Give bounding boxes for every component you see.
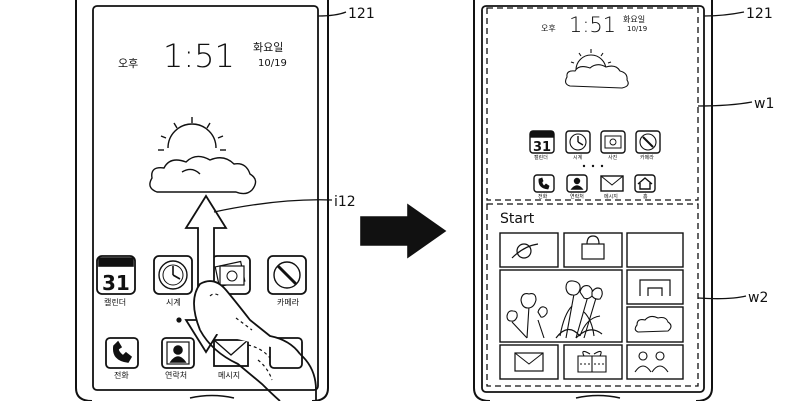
left-app-phone[interactable]: 전화	[105, 337, 139, 380]
right-app-clock-label: 시계	[573, 154, 583, 161]
tile-weather[interactable]	[626, 306, 684, 343]
ref-121-left: 121	[348, 6, 375, 22]
left-app-message[interactable]: 메시지	[213, 339, 249, 380]
leader-w2	[697, 295, 747, 300]
left-app-gallery[interactable]	[211, 255, 251, 295]
right-app-home[interactable]: 홈	[634, 174, 656, 200]
left-date: 10/19	[258, 58, 287, 69]
tile-flowers-picture[interactable]	[499, 269, 623, 343]
tile-store[interactable]	[563, 232, 623, 268]
tile-people[interactable]	[626, 344, 684, 380]
right-ampm: 오후	[541, 24, 556, 33]
right-app-phone[interactable]: 전화	[533, 174, 555, 200]
right-app-gallery-label: 사진	[608, 154, 618, 161]
right-page-dots	[582, 164, 604, 168]
left-phone: 오후 1:51 화요일 10/19 31 캘린더	[75, 0, 375, 401]
ref-w2: w2	[748, 290, 768, 306]
right-display	[481, 5, 705, 393]
right-app-phone-label: 전화	[538, 193, 548, 200]
leader-w1	[697, 101, 753, 107]
right-app-message-label: 메시지	[604, 193, 618, 200]
left-display	[92, 5, 319, 391]
right-app-contacts-label: 연락처	[570, 193, 584, 200]
right-weekday: 화요일	[623, 15, 645, 24]
finger-hand	[193, 280, 317, 401]
right-apps-row2: 전화 연락처 메시지 홈	[533, 174, 656, 200]
right-arrow-icon	[360, 203, 447, 259]
right-app-message[interactable]: 메시지	[600, 175, 624, 200]
left-app-clock[interactable]: 시계	[153, 255, 193, 307]
window-w2	[486, 203, 699, 387]
left-app-contacts-label: 연락처	[165, 370, 187, 380]
right-app-home-label: 홈	[643, 193, 648, 200]
right-app-camera-label: 카메라	[640, 154, 654, 161]
calendar-badge: 31	[102, 271, 130, 295]
ref-w1: w1	[754, 96, 774, 112]
ref-i12: i12	[334, 194, 356, 210]
right-weather-icon	[564, 49, 629, 89]
left-clock: 1:51	[163, 37, 235, 75]
leader-121-right	[703, 11, 745, 17]
left-app-phone-label: 전화	[114, 370, 129, 380]
right-app-camera[interactable]: 카메라	[635, 130, 661, 161]
left-app-camera-label: 카메라	[277, 298, 300, 307]
start-title: Start	[500, 211, 535, 227]
right-phone: 오후 1:51 화요일 10/19 31 캘린더	[473, 0, 774, 401]
left-app-calendar[interactable]: 31 캘린더	[96, 255, 136, 307]
right-app-gallery[interactable]: 사진	[600, 130, 626, 161]
left-app-clock-label: 시계	[166, 297, 181, 307]
start-tiles	[499, 232, 684, 380]
left-apps-row1: 31 캘린더 시계 카메라	[96, 255, 307, 307]
left-ampm: 오후	[118, 57, 138, 70]
right-app-contacts[interactable]: 연락처	[566, 174, 588, 200]
left-app-home[interactable]	[269, 337, 303, 369]
tile-browser[interactable]	[499, 232, 559, 268]
left-app-calendar-label: 캘린더	[104, 297, 126, 307]
leader-121-left	[317, 11, 347, 17]
right-clock: 1:51	[569, 13, 616, 37]
left-app-contacts[interactable]: 연락처	[161, 337, 195, 380]
ref-121-right: 121	[746, 6, 773, 22]
left-app-message-label: 메시지	[218, 371, 240, 380]
right-date: 10/19	[627, 25, 647, 33]
right-app-clock[interactable]: 시계	[565, 130, 591, 161]
right-calendar-badge: 31	[533, 140, 551, 155]
tile-gift[interactable]	[563, 344, 623, 380]
left-weekday: 화요일	[253, 40, 283, 54]
left-apps-row2: 전화 연락처 메시지	[105, 337, 303, 380]
right-apps-row1: 31 캘린더 시계 사진 카메라	[529, 130, 661, 161]
left-page-dot	[176, 317, 182, 323]
tile-blank[interactable]	[626, 232, 684, 268]
right-app-calendar-label: 캘린더	[534, 154, 548, 161]
leader-i12	[213, 199, 333, 213]
tile-music[interactable]	[626, 269, 684, 305]
left-weather-icon	[149, 117, 257, 195]
right-app-calendar[interactable]: 31 캘린더	[529, 130, 555, 161]
window-w1	[486, 7, 699, 201]
left-app-camera[interactable]: 카메라	[267, 255, 307, 307]
flowers-picture	[506, 280, 603, 339]
tile-mail[interactable]	[499, 344, 559, 380]
